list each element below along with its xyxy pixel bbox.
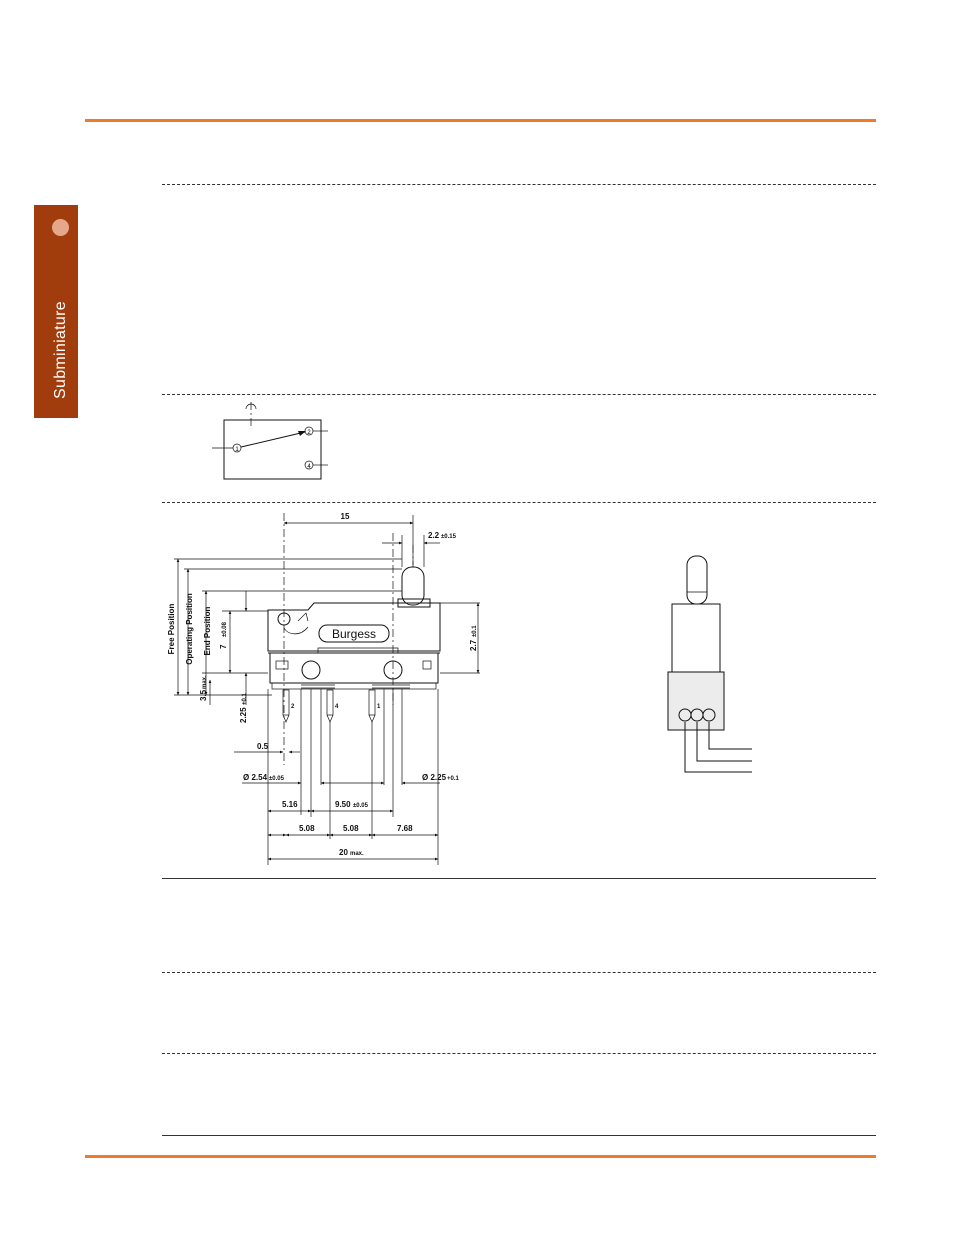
- terminal-pin: [326, 689, 334, 716]
- dim-hole-2-25-tol: +0.1: [447, 776, 460, 782]
- section-tab[interactable]: Subminiature: [34, 205, 78, 418]
- section-divider: [162, 394, 876, 395]
- end-position-label: End Position: [203, 606, 212, 655]
- switch-side-body: [671, 603, 721, 673]
- dim-hole-2-25: Ø 2.25: [422, 773, 447, 782]
- operating-position-label: Operating Position: [185, 593, 194, 665]
- brand-label: Burgess: [332, 627, 376, 641]
- dim-2-2: 2.2: [428, 531, 440, 540]
- pin-label: 2: [291, 704, 295, 710]
- dim-5-16: 5.16: [282, 800, 298, 809]
- dim-20: 20: [339, 848, 348, 857]
- dim-5-08: 5.08: [343, 824, 359, 833]
- free-position-label: Free Position: [167, 604, 176, 655]
- dim-2-2-tol: ±0.15: [441, 534, 457, 540]
- dim-3-5: 3.5: [199, 689, 208, 701]
- circuit-diagram: 1 2 4: [212, 402, 328, 480]
- section-divider: [162, 184, 876, 185]
- terminal-block: [667, 671, 725, 731]
- section-tab-label: Subminiature: [52, 301, 69, 399]
- dim-5-08: 5.08: [299, 824, 315, 833]
- dim-hole-2-54: Ø 2.54: [243, 773, 268, 782]
- plunger-side: [686, 555, 708, 605]
- section-divider: [162, 1053, 876, 1054]
- dim-2-7-tol: ±0.1: [472, 625, 478, 637]
- terminal-pin: [368, 689, 376, 716]
- dim-9-50: 9.50: [335, 800, 351, 809]
- top-orange-rule: [85, 119, 876, 122]
- section-divider: [162, 878, 876, 879]
- dim-20-suffix: max.: [350, 851, 364, 857]
- side-view-drawing: [667, 555, 752, 773]
- dim-2-7: 2.7: [469, 639, 478, 651]
- dim-2-25: 2.25: [239, 707, 248, 723]
- terminal-2-label: 2: [307, 430, 311, 436]
- dim-7-tol: ±0.08: [222, 621, 228, 637]
- dim-7: 7: [219, 644, 228, 649]
- pin-label: 1: [377, 704, 381, 710]
- bottom-orange-rule: [85, 1155, 876, 1158]
- dim-2-25-tol: +0.1: [242, 692, 248, 705]
- section-divider: [162, 1135, 876, 1136]
- dim-15: 15: [341, 512, 350, 521]
- dim-0-5: 0.5: [257, 742, 269, 751]
- pin-label: 4: [335, 704, 339, 710]
- mount-hole: [301, 660, 321, 680]
- dim-hole-2-54-tol: ±0.05: [269, 776, 285, 782]
- terminal-pin: [282, 689, 290, 716]
- terminal-4-label: 4: [307, 464, 311, 470]
- section-divider: [162, 972, 876, 973]
- dim-3-5-suffix: max.: [202, 675, 208, 689]
- section-divider: [162, 502, 876, 503]
- dimension-drawing: Burgess 2 4 1 15 2.2 ±0.15 Free Position…: [167, 512, 480, 865]
- terminal-1-label: 1: [235, 447, 239, 453]
- tab-dot-icon: [52, 219, 69, 236]
- dim-7-68: 7.68: [397, 824, 413, 833]
- dim-9-50-tol: ±0.05: [353, 803, 369, 809]
